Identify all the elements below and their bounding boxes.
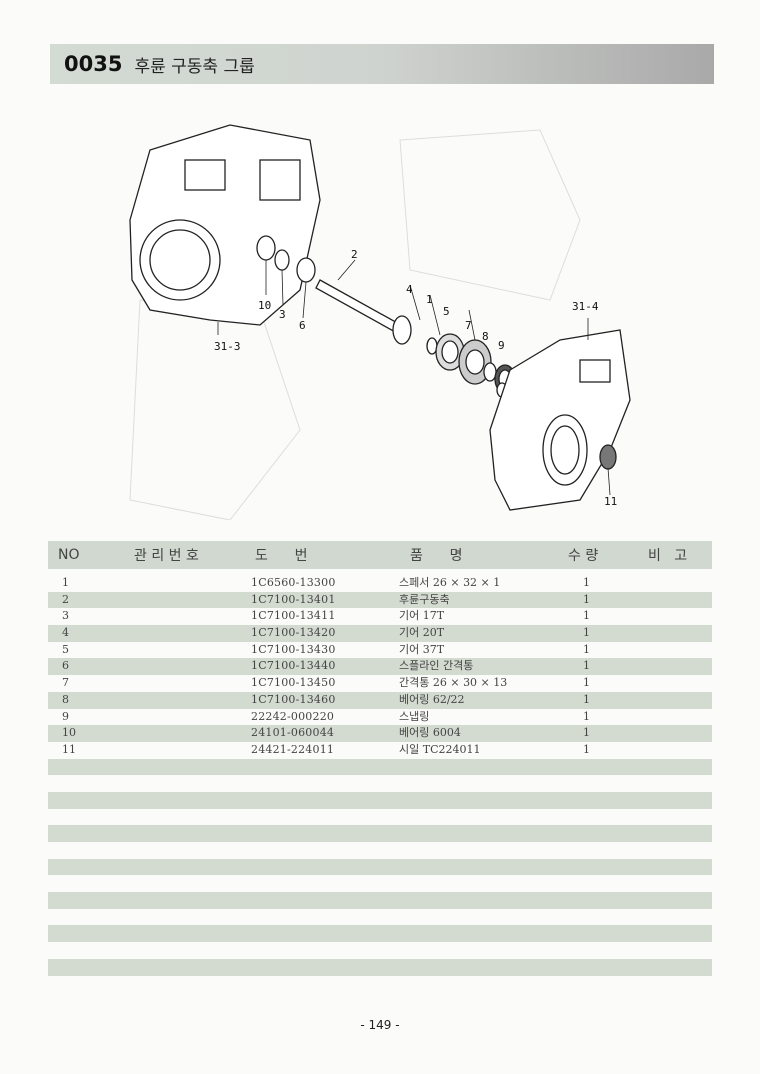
row-part-name: 기어 37T [399,642,445,656]
col-part-no: 도 번 [255,548,308,564]
table-row: 9 22242-000220 스냅링 1 [48,709,712,726]
row-no: 2 [62,592,69,606]
empty-table-row [48,858,712,876]
empty-table-row [48,958,712,976]
empty-table-row [48,758,712,776]
table-row: 11 24421-224011 시일 TC224011 1 [48,742,712,759]
callout-11: 11 [604,495,617,508]
row-part-no: 1C7100-13401 [251,592,336,606]
callout-9: 9 [498,339,505,352]
row-quantity: 1 [583,592,590,606]
callout-8: 8 [482,330,489,343]
row-part-name: 베어링 6004 [399,726,461,740]
row-part-no: 1C7100-13460 [251,692,336,706]
row-quantity: 1 [583,609,590,623]
row-part-name: 스냅링 [399,709,430,723]
table-row: 4 1C7100-13420 기어 20T 1 [48,625,712,642]
section-title: 후륜 구동축 그룹 [134,56,255,77]
row-part-no: 22242-000220 [251,709,335,723]
col-remarks: 비 고 [648,548,688,564]
table-row: 1 1C6560-13300 스페서 26 × 32 × 1 1 [48,575,712,592]
row-quantity: 1 [583,676,590,690]
table-row: 6 1C7100-13440 스플라인 간격통 1 [48,658,712,676]
leader-lines [217,259,611,496]
table-row: 8 1C7100-13460 베어링 62/22 1 [48,691,712,709]
left-housing-drawing [129,124,321,326]
row-part-no: 1C7100-13420 [251,626,336,640]
row-no: 4 [62,626,69,640]
row-no: 6 [62,659,69,673]
row-part-no: 1C7100-13440 [251,659,336,673]
row-part-no: 1C7100-13430 [251,642,336,656]
row-quantity: 1 [583,709,590,723]
row-quantity: 1 [583,659,590,673]
col-part-name: 품 명 [410,548,463,564]
table-row: 5 1C7100-13430 기어 37T 1 [48,642,712,659]
row-quantity: 1 [583,576,590,589]
row-quantity: 1 [583,642,590,656]
callout-10: 10 [258,299,271,312]
row-part-no: 1C6560-13300 [251,576,336,589]
row-no: 8 [62,692,69,706]
empty-table-row [48,775,712,792]
table-row: 2 1C7100-13401 후륜구동축 1 [48,591,712,609]
callout-1: 1 [426,293,433,306]
callout-5: 5 [443,305,450,318]
row-no: 1 [62,576,69,589]
empty-table-row [48,809,712,826]
empty-table-row [48,842,712,859]
page-number: - 149 - [360,1018,400,1032]
row-part-name: 베어링 62/22 [399,692,465,706]
callout-2: 2 [351,248,358,261]
row-part-no: 1C7100-13450 [251,676,336,690]
table-row: 3 1C7100-13411 기어 17T 1 [48,608,712,625]
callout-31-3: 31-3 [214,340,241,353]
right-housing-drawing [489,329,631,511]
parts-table: NO 관 리 번 호 도 번 품 명 수 량 비 고 1 1C6560-13300… [48,541,712,992]
row-part-name: 기어 20T [399,626,445,640]
row-part-name: 시일 TC224011 [399,742,481,756]
callout-6: 6 [299,319,306,332]
row-quantity: 1 [583,626,590,640]
row-part-name: 후륜구동축 [399,592,450,606]
empty-table-row [48,942,712,959]
empty-table-row [48,909,712,926]
callout-7: 7 [465,319,472,332]
row-no: 10 [62,726,76,740]
row-no: 5 [62,642,69,656]
row-no: 11 [62,742,76,756]
empty-table-row [48,791,712,809]
row-part-name: 기어 17T [399,609,445,623]
row-part-no: 1C7100-13411 [251,609,336,623]
table-row: 10 24101-060044 베어링 6004 1 [48,725,712,742]
row-part-name: 스플라인 간격통 [399,659,474,673]
row-part-name: 간격통 26 × 30 × 13 [399,676,508,690]
empty-table-row [48,825,712,842]
row-no: 9 [62,709,69,723]
empty-table-row [48,976,712,993]
col-no: NO [58,547,80,563]
callout-4: 4 [406,283,413,296]
row-no: 7 [62,676,69,690]
callout-3: 3 [279,308,286,321]
row-no: 3 [62,609,69,623]
empty-table-row [48,875,712,892]
callout-31-4: 31-4 [572,300,599,313]
row-quantity: 1 [583,692,590,706]
row-part-no: 24101-060044 [251,726,335,740]
row-quantity: 1 [583,726,590,740]
col-management-no: 관 리 번 호 [134,548,199,564]
row-part-no: 24421-224011 [251,742,335,756]
section-title-bar: 0035 후륜 구동축 그룹 [50,44,714,84]
col-quantity: 수 량 [568,548,599,564]
empty-table-row [48,892,712,909]
table-header: NO 관 리 번 호 도 번 품 명 수 량 비 고 [48,541,712,569]
table-row: 7 1C7100-13450 간격통 26 × 30 × 13 1 [48,675,712,692]
row-quantity: 1 [583,742,590,756]
empty-table-row [48,925,712,943]
exploded-parts-diagram: 2 4 1 5 7 8 9 10 3 6 31-3 31-4 11 [129,124,631,520]
section-code: 0035 [64,52,123,76]
row-part-name: 스페서 26 × 32 × 1 [399,576,501,589]
